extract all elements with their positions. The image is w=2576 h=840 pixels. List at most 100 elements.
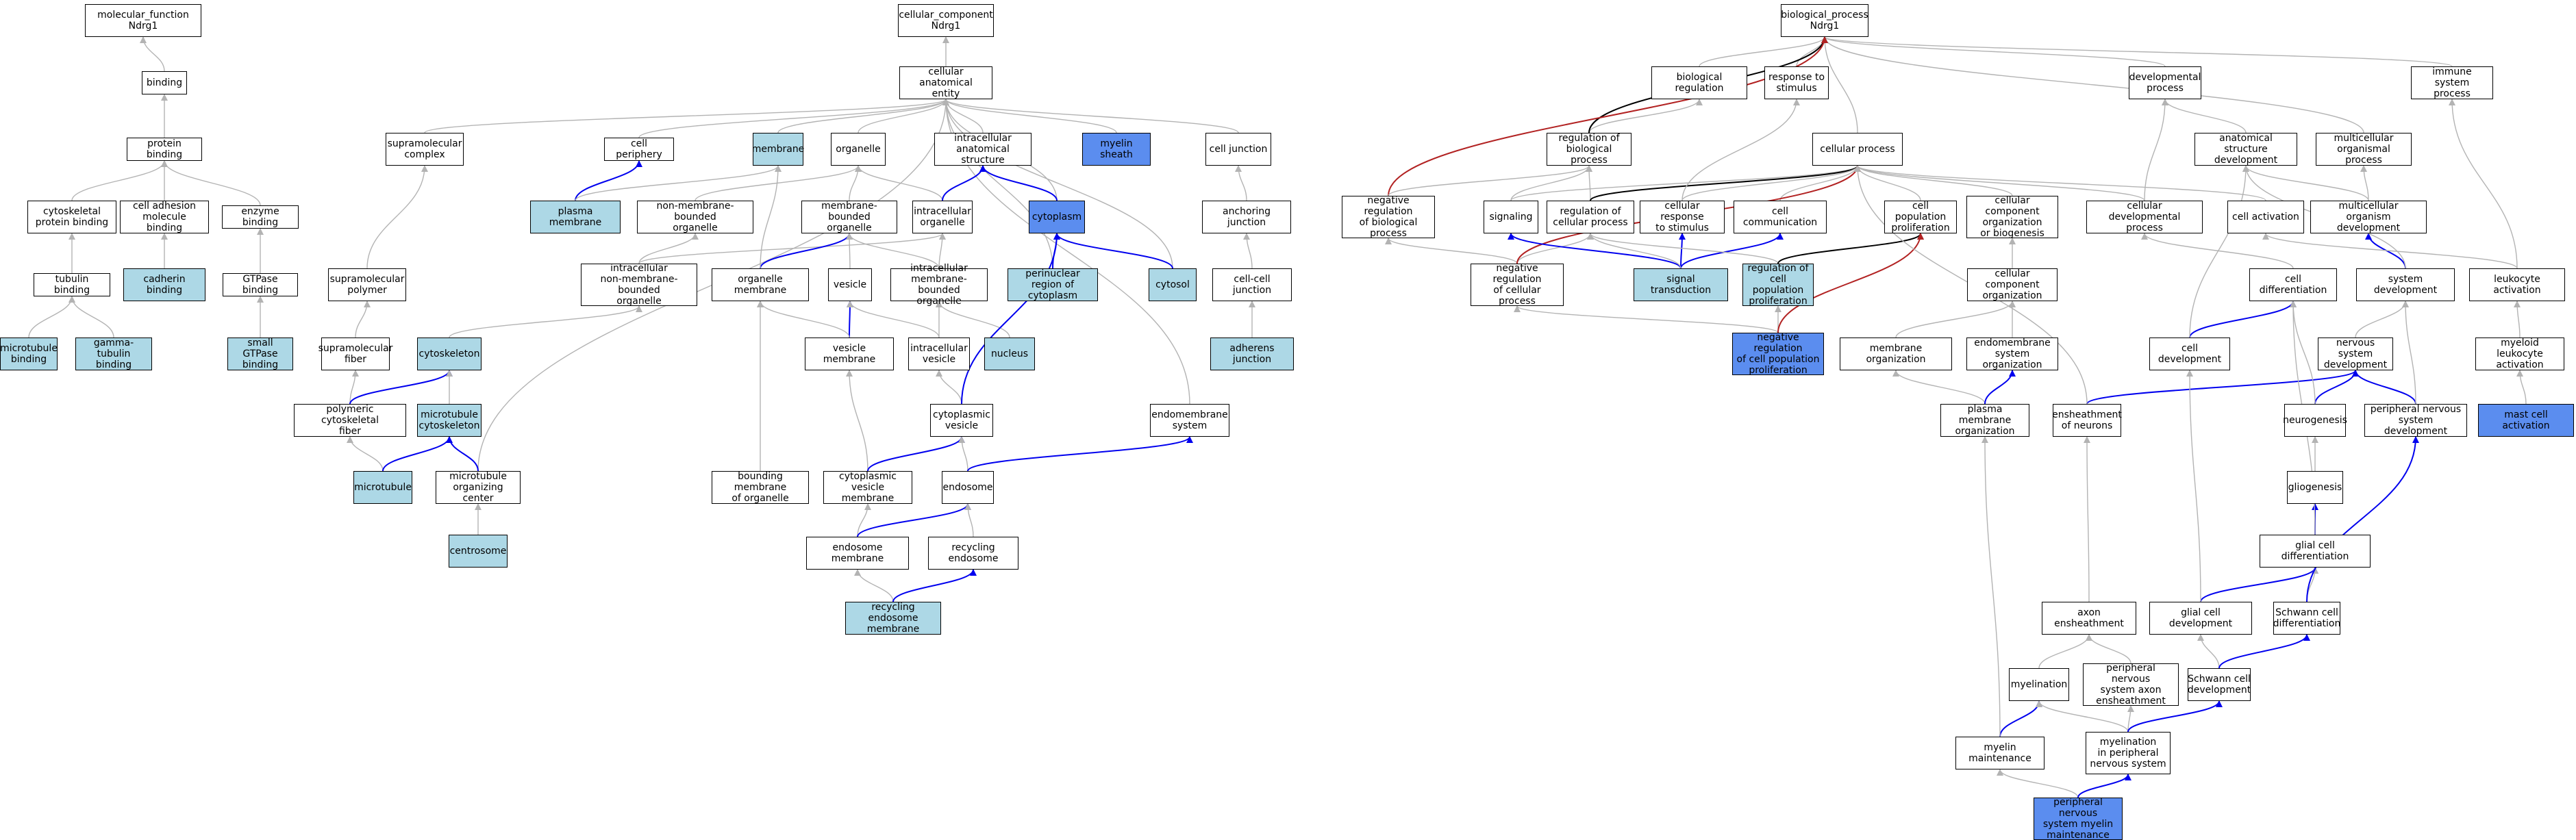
node-nucleus[interactable]: nucleus bbox=[984, 338, 1035, 370]
node-myelin-maintenance[interactable]: myelin maintenance bbox=[1955, 737, 2044, 769]
node-mf-root[interactable]: molecular_function Ndrg1 bbox=[85, 4, 201, 37]
node-gliogenesis[interactable]: gliogenesis bbox=[2287, 471, 2343, 504]
node-organelle-membrane[interactable]: organelle membrane bbox=[712, 268, 809, 301]
node-microtubule[interactable]: microtubule bbox=[353, 471, 412, 504]
node-gamma-tubulin-binding[interactable]: gamma-tubulin binding bbox=[75, 338, 152, 370]
node-vesicle[interactable]: vesicle bbox=[828, 268, 872, 301]
node-cell-adhesion-molecule-binding[interactable]: cell adhesion molecule binding bbox=[120, 201, 209, 233]
node-cytoplasm[interactable]: cytoplasm bbox=[1029, 201, 1085, 233]
node-regulation-of-cellular-process[interactable]: regulation of cellular process bbox=[1547, 201, 1634, 233]
node-cellular-anatomical-entity[interactable]: cellular anatomical entity bbox=[899, 66, 992, 99]
node-endosome-membrane[interactable]: endosome membrane bbox=[806, 537, 909, 570]
node-signaling[interactable]: signaling bbox=[1484, 201, 1538, 233]
node-regulation-of-cell-population-proliferation[interactable]: regulation of cell population proliferat… bbox=[1742, 263, 1814, 307]
node-supramolecular-fiber[interactable]: supramolecular fiber bbox=[318, 338, 392, 370]
node-axon-ensheathment[interactable]: axon ensheathment bbox=[2042, 602, 2136, 635]
node-intracellular-anatomical-structure[interactable]: intracellular anatomical structure bbox=[934, 133, 1031, 166]
node-nervous-system-development[interactable]: nervous system development bbox=[2318, 338, 2393, 370]
node-cellular-developmental-process[interactable]: cellular developmental process bbox=[2086, 201, 2203, 233]
node-microtubule-organizing-center[interactable]: microtubule organizing center bbox=[436, 471, 521, 504]
node-cc-root[interactable]: cellular_component Ndrg1 bbox=[898, 4, 994, 37]
node-plasma-membrane[interactable]: plasma membrane bbox=[530, 201, 621, 233]
node-cellular-process[interactable]: cellular process bbox=[1812, 133, 1903, 166]
node-cellular-component-organization-or-biogenesis[interactable]: cellular component organization or bioge… bbox=[1966, 195, 2058, 239]
node-membrane[interactable]: membrane bbox=[752, 133, 804, 166]
node-cell-periphery[interactable]: cell periphery bbox=[604, 138, 674, 161]
node-ensheathment-of-neurons[interactable]: ensheathment of neurons bbox=[2052, 404, 2122, 437]
node-signal-transduction[interactable]: signal transduction bbox=[1634, 268, 1728, 301]
node-cell-cell-junction[interactable]: cell-cell junction bbox=[1212, 268, 1292, 301]
node-endomembrane-system[interactable]: endomembrane system bbox=[1150, 404, 1229, 437]
node-negative-regulation-of-cellular-process[interactable]: negative regulation of cellular process bbox=[1471, 263, 1564, 307]
node-intracellular-nmbo[interactable]: intracellular non-membrane-bounded organ… bbox=[581, 263, 697, 307]
node-cellular-component-organization[interactable]: cellular component organization bbox=[1967, 268, 2058, 301]
node-immune-system-process[interactable]: immune system process bbox=[2411, 66, 2493, 99]
node-vesicle-membrane[interactable]: vesicle membrane bbox=[805, 338, 894, 370]
node-non-membrane-bounded-organelle[interactable]: non-membrane-bounded organelle bbox=[637, 201, 753, 233]
node-cell-population-proliferation[interactable]: cell population proliferation bbox=[1884, 201, 1957, 233]
node-cytoplasmic-vesicle[interactable]: cytoplasmic vesicle bbox=[930, 404, 993, 437]
node-myelination[interactable]: myelination bbox=[2009, 668, 2069, 701]
node-system-development[interactable]: system development bbox=[2356, 268, 2455, 301]
node-anchoring-junction[interactable]: anchoring junction bbox=[1202, 201, 1291, 233]
node-negative-regulation-of-cell-population-proliferation[interactable]: negative regulation of cell population p… bbox=[1732, 332, 1824, 376]
node-protein-binding[interactable]: protein binding bbox=[127, 138, 202, 161]
node-adherens-junction[interactable]: adherens junction bbox=[1210, 338, 1294, 370]
node-cell-junction[interactable]: cell junction bbox=[1205, 133, 1271, 166]
node-microtubule-cytoskeleton[interactable]: microtubule cytoskeleton bbox=[417, 404, 482, 437]
node-supramolecular-polymer[interactable]: supramolecular polymer bbox=[328, 268, 406, 301]
node-leukocyte-activation[interactable]: leukocyte activation bbox=[2469, 268, 2565, 301]
node-bounding-membrane-of-organelle[interactable]: bounding membrane of organelle bbox=[712, 471, 809, 504]
node-small-gtpase-binding[interactable]: small GTPase binding bbox=[227, 338, 293, 370]
node-cellular-response-to-stimulus[interactable]: cellular response to stimulus bbox=[1640, 201, 1725, 233]
node-perinuclear-region[interactable]: perinuclear region of cytoplasm bbox=[1008, 268, 1098, 301]
node-myeloid-leukocyte-activation[interactable]: myeloid leukocyte activation bbox=[2475, 338, 2564, 370]
node-multicellular-organism-development[interactable]: multicellular organism development bbox=[2310, 201, 2427, 233]
node-glial-cell-differentiation[interactable]: glial cell differentiation bbox=[2260, 535, 2371, 568]
node-recycling-endosome[interactable]: recycling endosome bbox=[928, 537, 1018, 570]
node-gtpase-binding[interactable]: GTPase binding bbox=[223, 273, 298, 296]
node-regulation-of-biological-process[interactable]: regulation of biological process bbox=[1547, 133, 1631, 166]
node-endosome[interactable]: endosome bbox=[942, 471, 994, 504]
node-organelle[interactable]: organelle bbox=[831, 133, 886, 166]
node-tubulin-binding[interactable]: tubulin binding bbox=[34, 273, 110, 296]
node-cell-development[interactable]: cell development bbox=[2149, 338, 2230, 370]
node-schwann-cell-development[interactable]: Schwann cell development bbox=[2188, 668, 2251, 701]
node-glial-cell-development[interactable]: glial cell development bbox=[2149, 602, 2252, 635]
node-myelin-sheath[interactable]: myelin sheath bbox=[1082, 133, 1151, 166]
node-schwann-cell-differentiation[interactable]: Schwann cell differentiation bbox=[2273, 602, 2340, 635]
node-peripheral-nervous-system-axon-ensheathment[interactable]: peripheral nervous system axon ensheathm… bbox=[2083, 663, 2179, 707]
node-membrane-organization[interactable]: membrane organization bbox=[1840, 338, 1952, 370]
node-plasma-membrane-organization[interactable]: plasma membrane organization bbox=[1940, 404, 2029, 437]
node-biological-regulation[interactable]: biological regulation bbox=[1651, 66, 1747, 99]
node-multicellular-organismal-process[interactable]: multicellular organismal process bbox=[2316, 133, 2412, 166]
node-polymeric-cytoskeletal-fiber[interactable]: polymeric cytoskeletal fiber bbox=[294, 404, 406, 437]
node-anatomical-structure-development[interactable]: anatomical structure development bbox=[2194, 133, 2297, 166]
node-cell-differentiation[interactable]: cell differentiation bbox=[2249, 268, 2337, 301]
node-cytoplasmic-vesicle-membrane[interactable]: cytoplasmic vesicle membrane bbox=[823, 471, 912, 504]
node-intracellular-organelle[interactable]: intracellular organelle bbox=[912, 201, 973, 233]
node-centrosome[interactable]: centrosome bbox=[449, 535, 508, 568]
node-myelination-in-pns[interactable]: myelination in peripheral nervous system bbox=[2086, 732, 2171, 774]
node-bp-root[interactable]: biological_process Ndrg1 bbox=[1781, 4, 1868, 37]
node-pns-myelin-maintenance[interactable]: peripheral nervous system myelin mainten… bbox=[2034, 797, 2123, 840]
node-intracellular-vesicle[interactable]: intracellular vesicle bbox=[908, 338, 970, 370]
node-endomembrane-system-organization[interactable]: endomembrane system organization bbox=[1966, 338, 2058, 370]
node-cytoskeletal-protein-binding[interactable]: cytoskeletal protein binding bbox=[27, 201, 116, 233]
node-mast-cell-activation[interactable]: mast cell activation bbox=[2478, 404, 2574, 437]
node-cytosol[interactable]: cytosol bbox=[1149, 268, 1197, 301]
node-intracellular-mbo[interactable]: intracellular membrane-bounded organelle bbox=[890, 263, 988, 307]
node-cell-activation[interactable]: cell activation bbox=[2227, 201, 2304, 233]
node-enzyme-binding[interactable]: enzyme binding bbox=[222, 205, 299, 229]
node-cadherin-binding[interactable]: cadherin binding bbox=[123, 268, 205, 301]
node-peripheral-nervous-system-development[interactable]: peripheral nervous system development bbox=[2364, 404, 2467, 437]
node-microtubule-binding[interactable]: microtubule binding bbox=[0, 338, 58, 370]
node-response-to-stimulus[interactable]: response to stimulus bbox=[1764, 66, 1829, 99]
node-supramolecular-complex[interactable]: supramolecular complex bbox=[386, 133, 464, 166]
node-negative-regulation-of-biological-process[interactable]: negative regulation of biological proces… bbox=[1342, 195, 1435, 239]
node-recycling-endosome-membrane[interactable]: recycling endosome membrane bbox=[845, 602, 941, 635]
node-membrane-bounded-organelle[interactable]: membrane-bounded organelle bbox=[801, 201, 897, 233]
node-cell-communication[interactable]: cell communication bbox=[1734, 201, 1827, 233]
node-developmental-process[interactable]: developmental process bbox=[2129, 66, 2201, 99]
node-binding[interactable]: binding bbox=[142, 71, 187, 94]
